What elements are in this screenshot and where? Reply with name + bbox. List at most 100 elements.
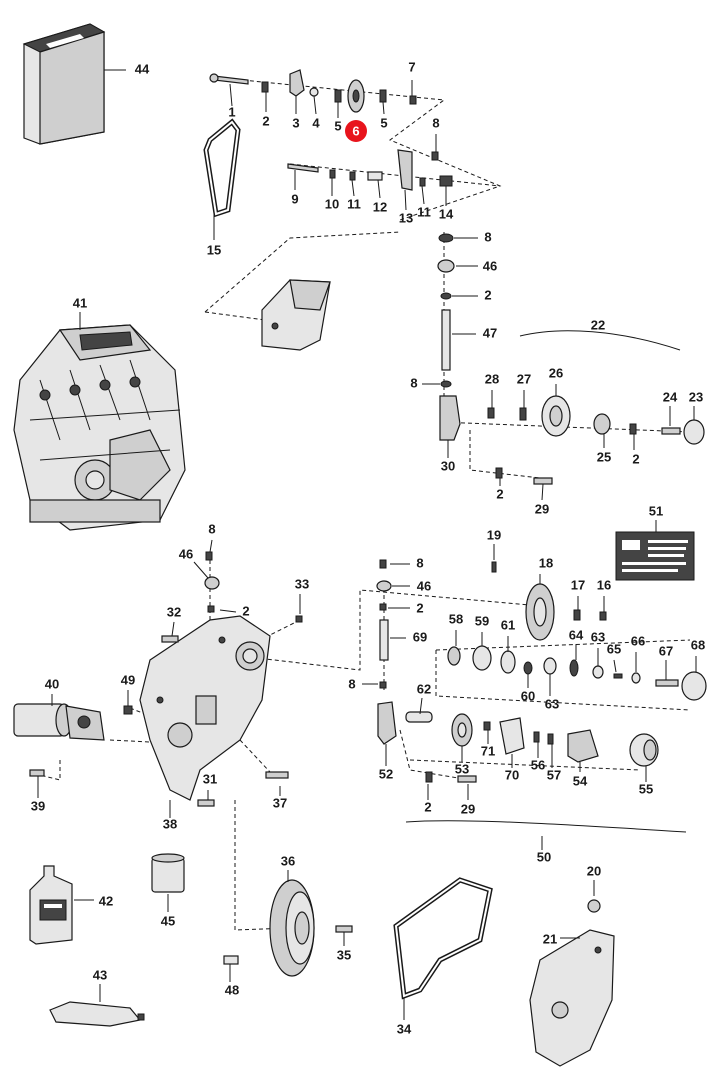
callout-20[interactable]: 20 [587, 863, 601, 878]
callout-59[interactable]: 59 [475, 613, 489, 628]
callout-4[interactable]: 4 [312, 115, 320, 130]
callout-17[interactable]: 17 [571, 577, 585, 592]
vertical-stack [437, 233, 455, 388]
callout-63[interactable]: 63 [545, 696, 559, 711]
highlight-label[interactable]: 6 [352, 123, 359, 138]
callout-2[interactable]: 2 [496, 486, 503, 501]
callout-10[interactable]: 10 [325, 196, 339, 211]
callout-70[interactable]: 70 [505, 767, 519, 782]
callout-36[interactable]: 36 [281, 853, 295, 868]
bracket-part [261, 279, 331, 351]
callout-42[interactable]: 42 [99, 893, 113, 908]
callout-44[interactable]: 44 [135, 61, 150, 76]
callout-16[interactable]: 16 [597, 577, 611, 592]
callout-48[interactable]: 48 [225, 982, 239, 997]
callout-19[interactable]: 19 [487, 527, 501, 542]
callout-45[interactable]: 45 [161, 913, 175, 928]
callout-2[interactable]: 2 [484, 287, 491, 302]
callout-28[interactable]: 28 [485, 371, 499, 386]
callout-8[interactable]: 8 [416, 555, 423, 570]
callout-26[interactable]: 26 [549, 365, 563, 380]
callout-35[interactable]: 35 [337, 947, 351, 962]
callout-46[interactable]: 46 [179, 546, 193, 561]
callout-29[interactable]: 29 [461, 801, 475, 816]
callout-27[interactable]: 27 [517, 371, 531, 386]
callout-69[interactable]: 69 [413, 629, 427, 644]
callout-66[interactable]: 66 [631, 633, 645, 648]
callout-2[interactable]: 2 [242, 603, 249, 618]
callout-12[interactable]: 12 [373, 199, 387, 214]
callout-18[interactable]: 18 [539, 555, 553, 570]
callout-30[interactable]: 30 [441, 458, 455, 473]
callout-60[interactable]: 60 [521, 688, 535, 703]
callout-61[interactable]: 61 [501, 617, 515, 632]
callout-31[interactable]: 31 [203, 771, 217, 786]
callout-8[interactable]: 8 [348, 676, 355, 691]
callout-3[interactable]: 3 [292, 115, 299, 130]
part-40-starter [13, 703, 105, 777]
callout-13[interactable]: 13 [399, 210, 413, 225]
callout-54[interactable]: 54 [573, 773, 588, 788]
tensioner-row [439, 395, 705, 485]
callout-51[interactable]: 51 [649, 503, 663, 518]
callout-63[interactable]: 63 [591, 629, 605, 644]
callout-34[interactable]: 34 [397, 1021, 412, 1036]
part-34-belt [393, 877, 493, 1000]
callout-2[interactable]: 2 [632, 451, 639, 466]
callout-2[interactable]: 2 [262, 113, 269, 128]
callout-41[interactable]: 41 [73, 295, 87, 310]
left-lower-parts [197, 771, 289, 807]
highlight-marker[interactable]: 6 [345, 120, 367, 142]
callout-5[interactable]: 5 [380, 115, 387, 130]
callout-29[interactable]: 29 [535, 501, 549, 516]
callout-64[interactable]: 64 [569, 627, 584, 642]
callout-11[interactable]: 11 [347, 196, 361, 211]
callout-24[interactable]: 24 [663, 389, 678, 404]
callout-47[interactable]: 47 [483, 325, 497, 340]
callout-71[interactable]: 71 [481, 743, 495, 758]
callout-11[interactable]: 11 [417, 204, 431, 219]
callout-39[interactable]: 39 [31, 798, 45, 813]
callout-43[interactable]: 43 [93, 967, 107, 982]
lower-column [376, 559, 477, 783]
callout-8[interactable]: 8 [432, 115, 439, 130]
callout-2[interactable]: 2 [424, 799, 431, 814]
callout-40[interactable]: 40 [45, 676, 59, 691]
callout-5[interactable]: 5 [334, 118, 341, 133]
callout-7[interactable]: 7 [408, 59, 415, 74]
callout-68[interactable]: 68 [691, 637, 705, 652]
callout-22[interactable]: 22 [591, 317, 605, 332]
callout-32[interactable]: 32 [167, 604, 181, 619]
callout-37[interactable]: 37 [273, 795, 287, 810]
callout-62[interactable]: 62 [417, 681, 431, 696]
callout-8[interactable]: 8 [208, 521, 215, 536]
callout-53[interactable]: 53 [455, 761, 469, 776]
callout-1[interactable]: 1 [228, 104, 235, 119]
callout-46[interactable]: 46 [483, 258, 497, 273]
callout-15[interactable]: 15 [207, 242, 221, 257]
callout-46[interactable]: 46 [417, 578, 431, 593]
callout-8[interactable]: 8 [410, 375, 417, 390]
callout-14[interactable]: 14 [439, 206, 454, 221]
leader-lines [37, 69, 697, 1020]
callout-33[interactable]: 33 [295, 576, 309, 591]
callout-67[interactable]: 67 [659, 643, 673, 658]
callout-65[interactable]: 65 [607, 641, 621, 656]
callout-55[interactable]: 55 [639, 781, 653, 796]
callout-8[interactable]: 8 [484, 229, 491, 244]
callout-58[interactable]: 58 [449, 611, 463, 626]
callout-57[interactable]: 57 [547, 767, 561, 782]
top-row-parts [209, 69, 453, 191]
callout-9[interactable]: 9 [291, 191, 298, 206]
callout-56[interactable]: 56 [531, 757, 545, 772]
callout-2[interactable]: 2 [416, 600, 423, 615]
callout-49[interactable]: 49 [121, 672, 135, 687]
callout-38[interactable]: 38 [163, 816, 177, 831]
callout-23[interactable]: 23 [689, 389, 703, 404]
part-38-housing [123, 551, 303, 801]
callout-50[interactable]: 50 [537, 849, 551, 864]
callout-52[interactable]: 52 [379, 766, 393, 781]
callout-25[interactable]: 25 [597, 449, 611, 464]
callout-21[interactable]: 21 [543, 931, 557, 946]
